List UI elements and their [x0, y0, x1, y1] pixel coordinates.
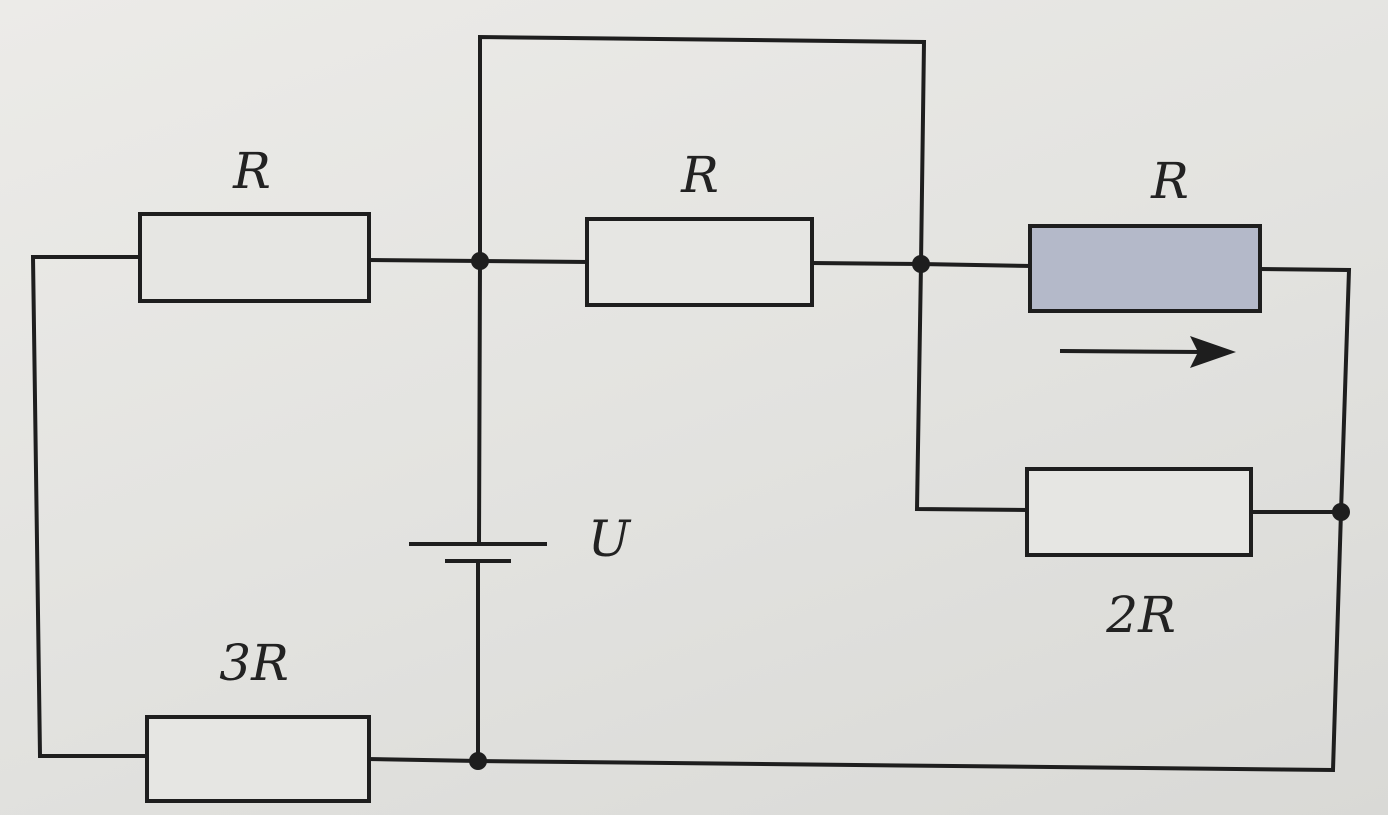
- resistor-3r: [145, 715, 371, 803]
- resistor-r-right-highlighted: [1028, 224, 1262, 313]
- junction-node-j2: [912, 255, 930, 273]
- junction-node-j4: [469, 752, 487, 770]
- label-3r: 3R: [219, 634, 288, 692]
- resistor-r-middle: [585, 217, 814, 307]
- wire-r-right-to-right-rail: [1257, 266, 1352, 515]
- voltage-source: [409, 542, 547, 563]
- wire-bottom-rail: [475, 509, 1344, 773]
- label-2r: 2R: [1105, 586, 1175, 644]
- wire-j2-to-2r: [914, 261, 1030, 513]
- arrow-head: [1190, 336, 1236, 368]
- label-r-right-highlighted: R: [1150, 152, 1189, 210]
- wire-r-middle-to-j2: [809, 260, 924, 267]
- label-r-left: R: [232, 142, 271, 200]
- current-direction-arrow: [1059, 336, 1236, 368]
- wire-j2-to-r-right: [918, 261, 1033, 269]
- wire-left-loop: [30, 255, 149, 758]
- wire-j1-to-r-middle: [477, 258, 590, 265]
- junction-node-j3: [1332, 503, 1350, 521]
- wire-j1-to-source: [476, 258, 483, 547]
- label-r-middle: R: [680, 146, 719, 204]
- label-voltage: U: [588, 510, 632, 568]
- resistor-2r: [1025, 467, 1253, 557]
- arrow-shaft: [1059, 348, 1203, 355]
- wire-top-bypass: [478, 34, 927, 267]
- junction-node-j1: [471, 252, 489, 270]
- wire-r-left-to-j1: [366, 257, 483, 264]
- resistor-r-left: [138, 212, 371, 303]
- wire-j4-to-3r: [366, 756, 481, 764]
